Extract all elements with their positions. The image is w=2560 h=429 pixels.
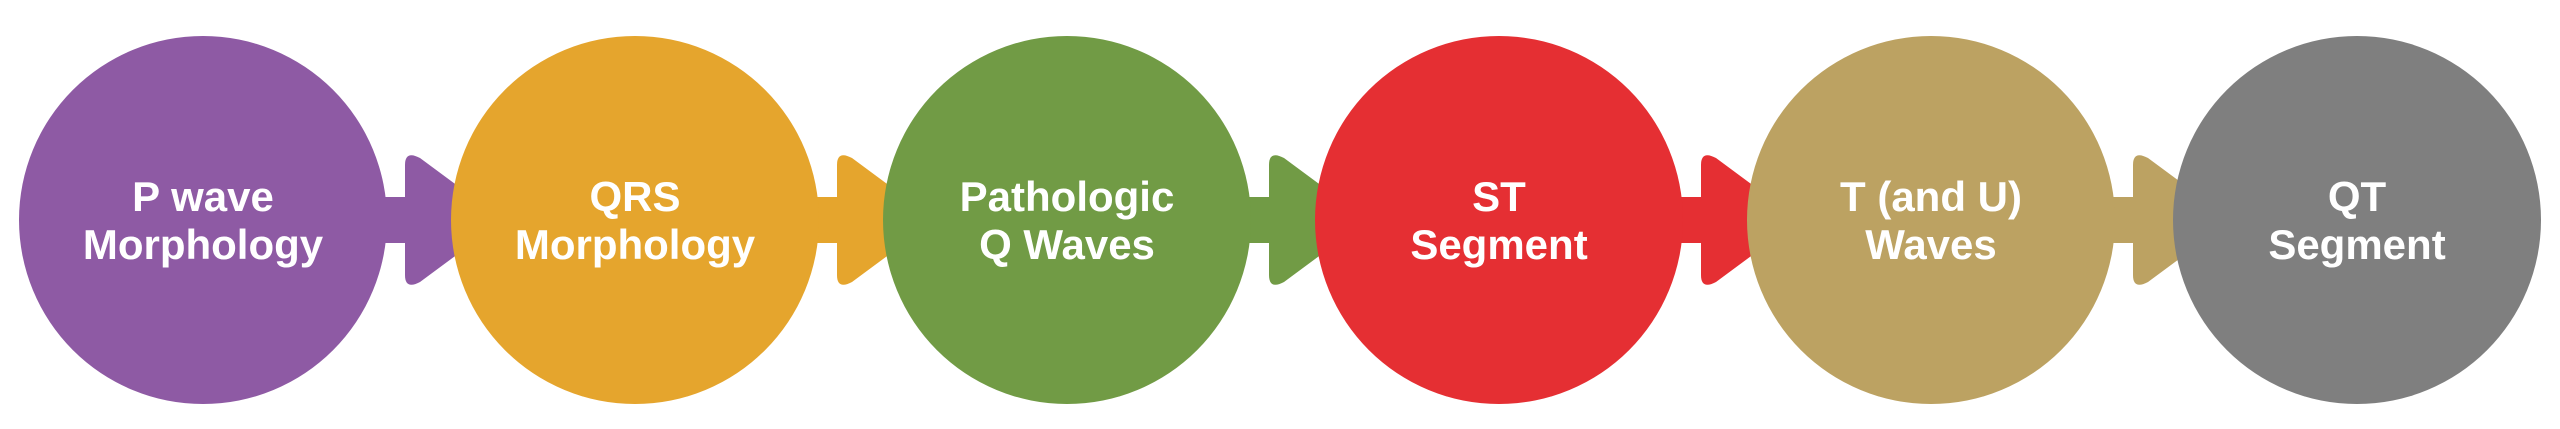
step-circle <box>451 36 819 404</box>
step-label-line2: Q Waves <box>979 221 1155 268</box>
step-circle <box>1315 36 1683 404</box>
step-circle <box>1747 36 2115 404</box>
step-label-line1: QRS <box>589 173 680 220</box>
step-pathologic-q-waves: Pathologic Q Waves <box>883 36 1251 404</box>
step-qrs-morphology: QRS Morphology <box>451 36 819 404</box>
step-label-line2: Segment <box>2268 221 2445 268</box>
step-st-segment: ST Segment <box>1315 36 1683 404</box>
step-label-line2: Morphology <box>515 221 756 268</box>
step-circle <box>2173 36 2541 404</box>
step-label-line1: ST <box>1472 173 1526 220</box>
step-label-line1: P wave <box>132 173 274 220</box>
step-label-line1: T (and U) <box>1840 173 2022 220</box>
step-circle <box>19 36 387 404</box>
step-p-wave-morphology: P wave Morphology <box>19 36 387 404</box>
step-circle <box>883 36 1251 404</box>
step-label-line2: Segment <box>1410 221 1587 268</box>
step-label-line2: Waves <box>1865 221 1997 268</box>
step-label-line1: Pathologic <box>960 173 1175 220</box>
step-qt-segment: QT Segment <box>2173 36 2541 404</box>
step-t-and-u-waves: T (and U) Waves <box>1747 36 2115 404</box>
step-label-line2: Morphology <box>83 221 324 268</box>
step-label-line1: QT <box>2328 173 2387 220</box>
